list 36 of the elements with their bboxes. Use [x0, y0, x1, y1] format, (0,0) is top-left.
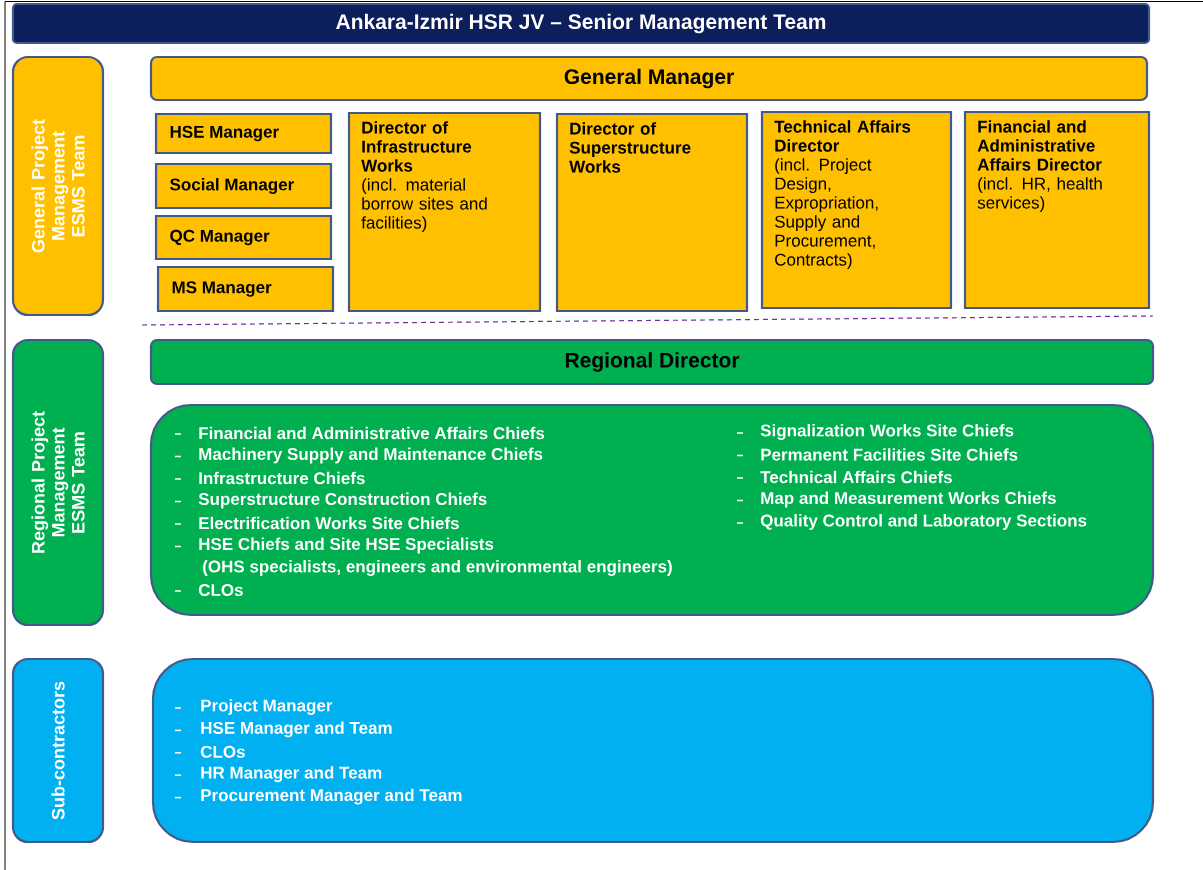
team-label-box: Regional Project Management ESMS Team	[11, 338, 105, 627]
list-item: HSE Chiefs and Site HSE Specialists	[174, 537, 494, 554]
manager-box: General Manager	[149, 55, 1149, 102]
team-label-box: Sub-contractors	[11, 657, 105, 844]
team-label-box: General Project Management ESMS Team	[11, 55, 105, 317]
list-item: Signalization Works Site Chiefs	[736, 424, 1014, 440]
director-box: Director of Infrastructure Works (incl. material borrow sites and facilities)	[347, 111, 542, 313]
director-box: Director of Superstructure Works	[555, 112, 749, 313]
list-item: Permanent Facilities Site Chiefs	[736, 448, 1018, 461]
manager-box: Social Manager	[154, 162, 333, 210]
list-panel	[151, 657, 1155, 844]
manager-box: QC Manager	[154, 214, 333, 261]
list-item: Project Manager	[174, 699, 333, 715]
director-box: Financial and Administrative Affairs Director (incl. HR, health services)	[963, 110, 1151, 310]
list-item: Infrastructure Chiefs	[174, 471, 365, 485]
list-item: Map and Measurement Works Chiefs	[736, 491, 1056, 508]
director-box: Regional Director	[149, 338, 1155, 386]
manager-box: MS Manager	[156, 265, 335, 313]
list-item: Procurement Manager and Team	[174, 788, 462, 805]
director-box: Technical Affairs Director (incl. Project Design, Expropriation, Supply and Procurement, Contracts)	[760, 110, 953, 310]
node-label: Project Manager	[201, 699, 333, 715]
list-item: HR Manager and Team	[174, 766, 382, 783]
manager-box: HSE Manager	[154, 112, 333, 155]
list-item: Electrification Works Site Chiefs	[174, 516, 459, 530]
list-panel	[149, 403, 1155, 617]
list-item: CLOs	[174, 584, 243, 596]
list-item: Quality Control and Laboratory Sections	[736, 514, 1087, 530]
list-item: Superstructure Construction Chiefs	[174, 492, 487, 509]
list-item: HSE Manager and Team	[174, 721, 392, 738]
list-item: Technical Affairs Chiefs	[736, 470, 952, 484]
list-item: Financial and Administrative Affairs Chiefs	[174, 426, 545, 440]
node-label: CLOs	[200, 745, 245, 758]
list-item: CLOs	[174, 745, 245, 758]
title-bar: Ankara-Izmir HSR JV – Senior Management Team	[11, 2, 1151, 45]
list-item: (OHS specialists, engineers and environmental engineers)	[203, 560, 672, 576]
list-item: Machinery Supply and Maintenance Chiefs	[174, 447, 543, 464]
